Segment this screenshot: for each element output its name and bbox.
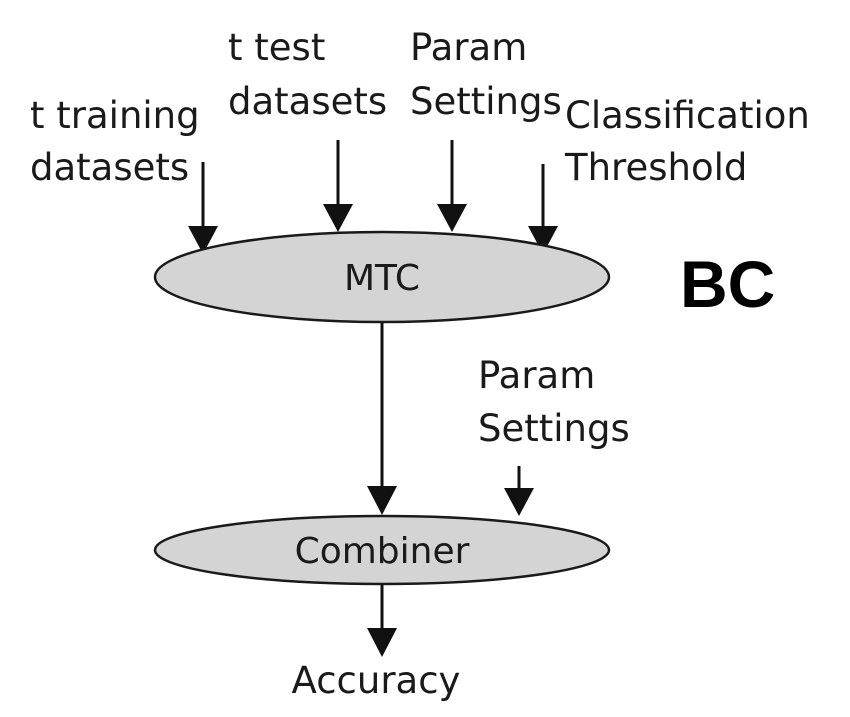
threshold-arrow-head bbox=[528, 226, 558, 254]
test-datasets-label: t test datasets bbox=[228, 26, 387, 123]
test-arrow-head bbox=[323, 204, 353, 232]
classification-threshold-label: Classification Threshold bbox=[564, 94, 822, 189]
training-datasets-label: t training datasets bbox=[30, 94, 211, 189]
combiner-node bbox=[153, 514, 611, 586]
bc-badge: BC bbox=[680, 247, 775, 321]
param-combiner-arrow-head bbox=[504, 488, 534, 516]
combiner-to-accuracy-arrow-head bbox=[367, 628, 397, 657]
accuracy-label: Accuracy bbox=[292, 659, 461, 702]
mtc-node-label: MTC bbox=[344, 258, 420, 299]
param-top-arrow-head bbox=[437, 204, 467, 232]
mtc-node bbox=[153, 230, 611, 324]
training-arrow-head bbox=[188, 226, 218, 254]
param-settings-combiner-label: Param Settings bbox=[478, 354, 630, 450]
combiner-node-label: Combiner bbox=[295, 531, 470, 572]
mtc-to-combiner-arrow-head bbox=[367, 486, 397, 515]
param-settings-top-label: Param Settings bbox=[410, 26, 562, 123]
